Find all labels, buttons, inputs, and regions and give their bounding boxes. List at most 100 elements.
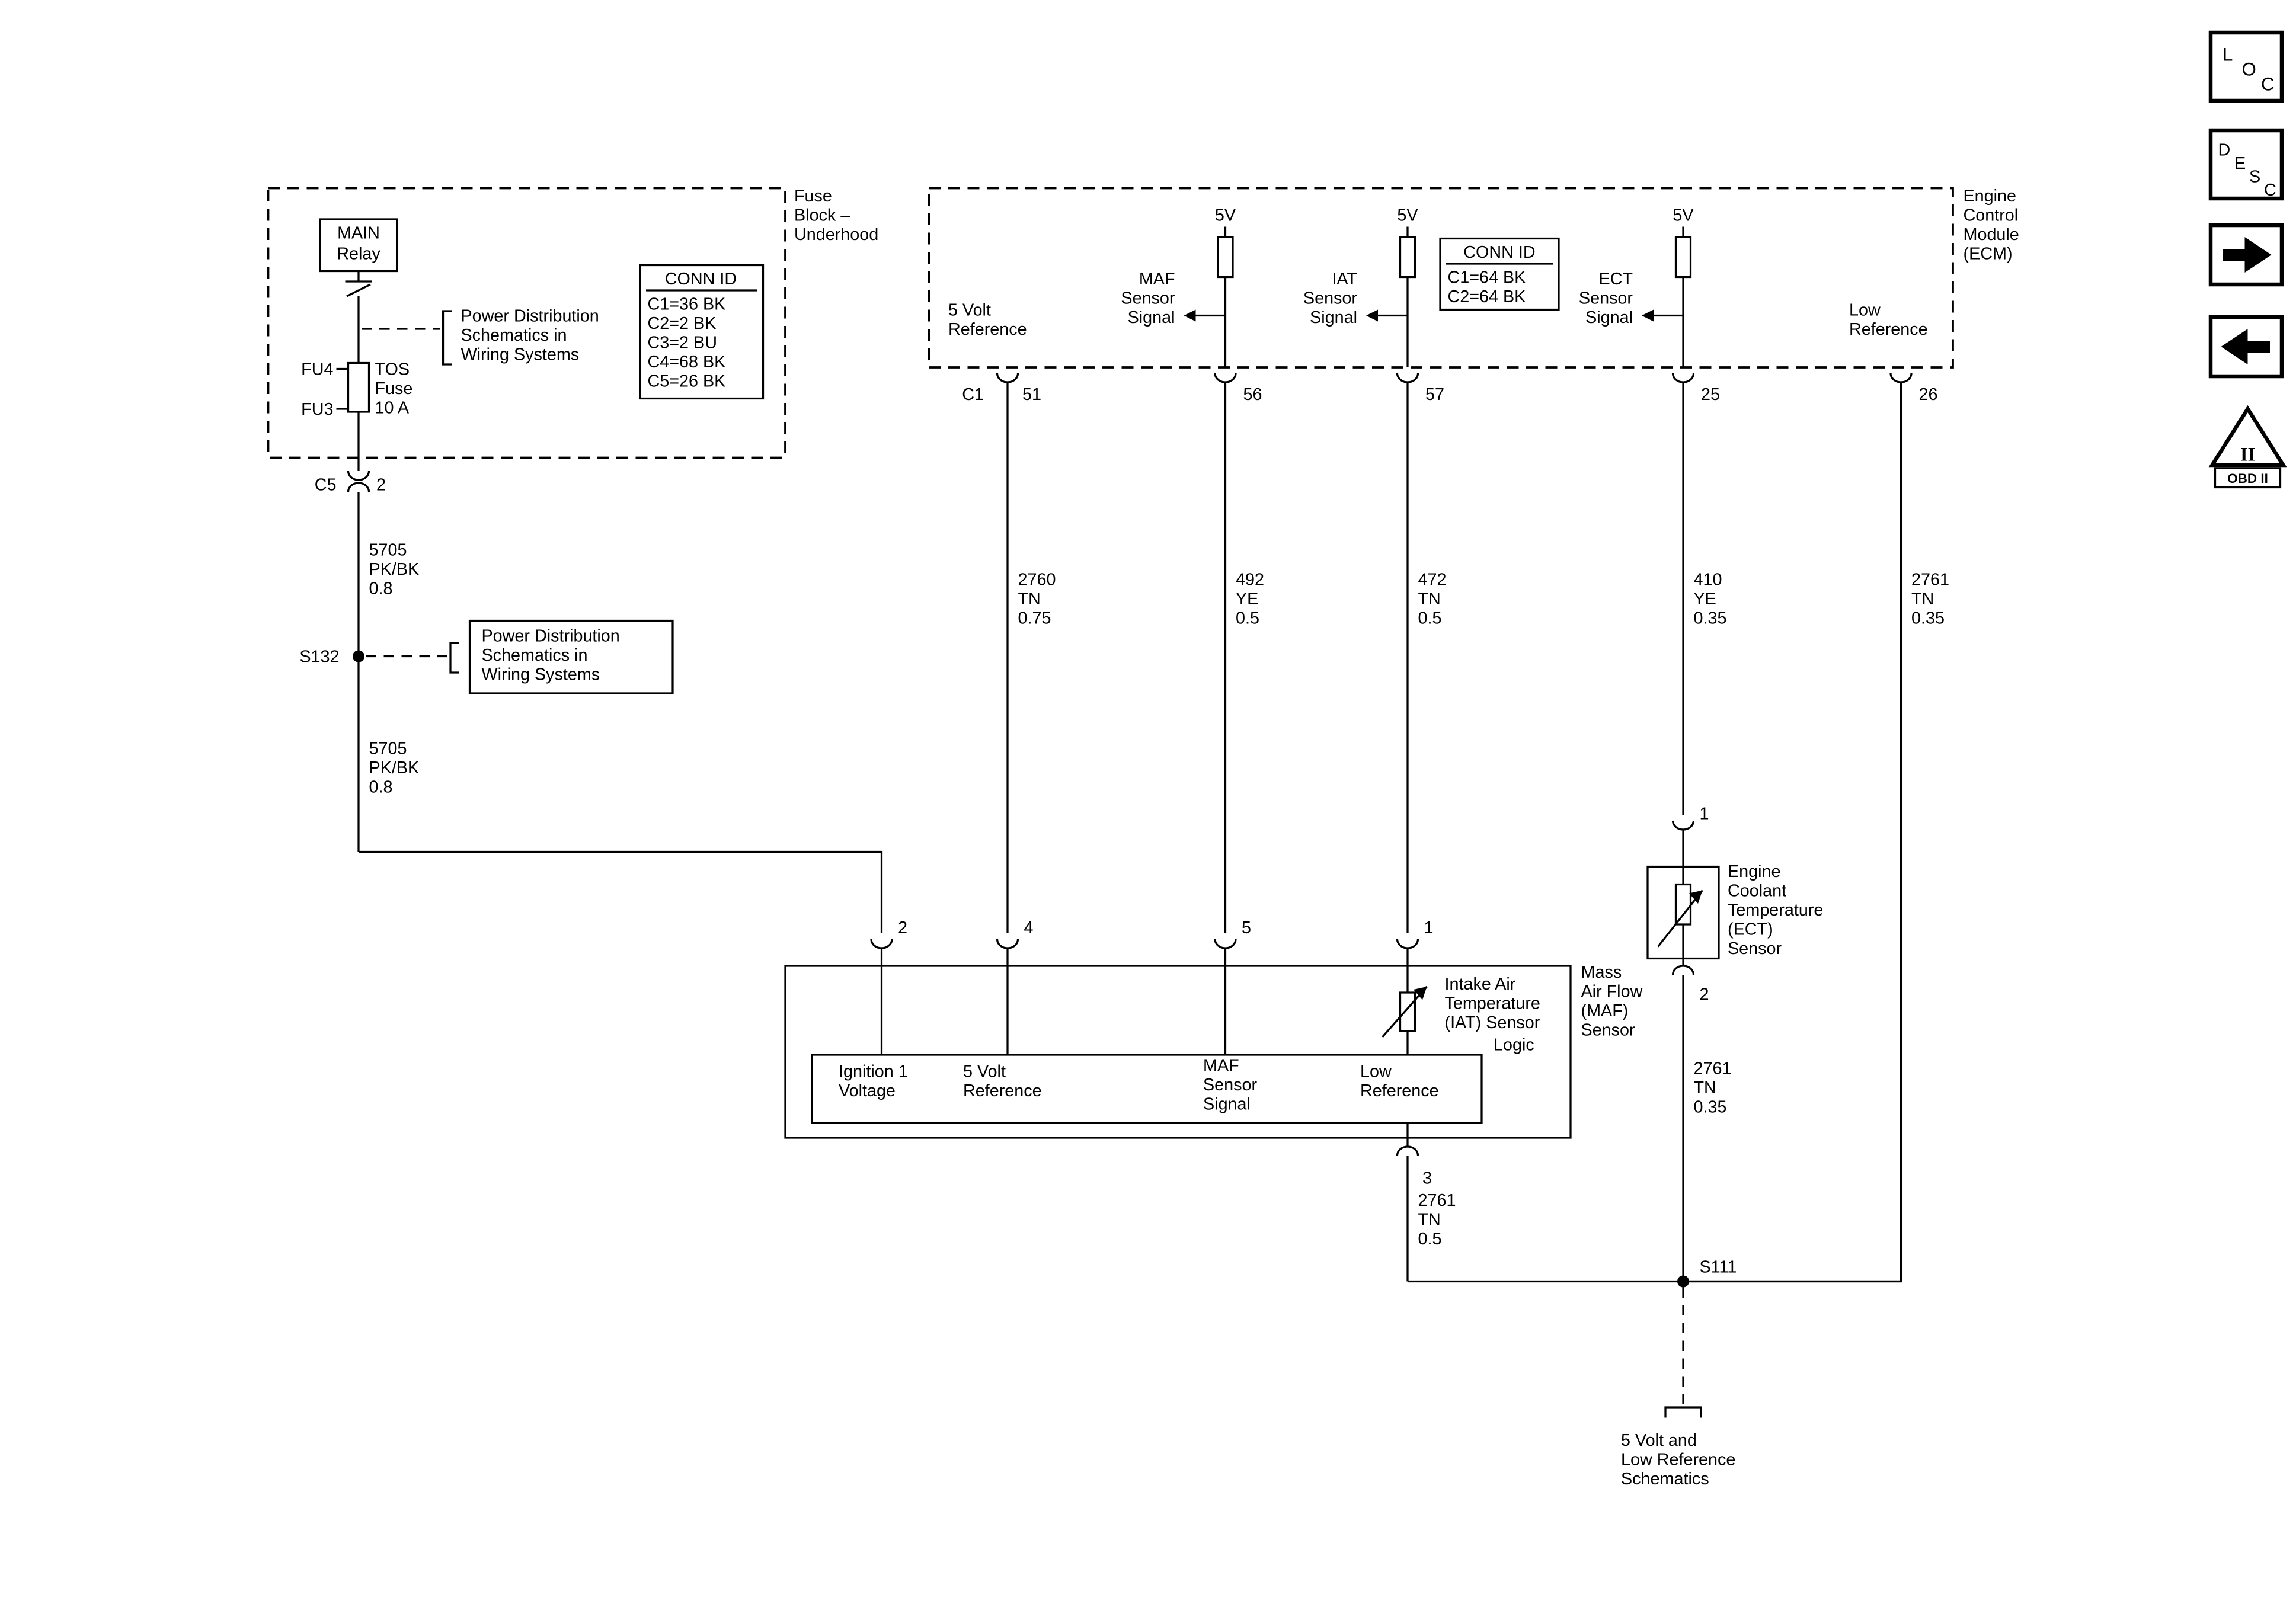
pin-number: 57 bbox=[1425, 385, 1444, 404]
pin-number: 26 bbox=[1919, 385, 1938, 404]
wire-label: 0.5 bbox=[1418, 609, 1442, 628]
reference-bracket bbox=[442, 310, 452, 366]
ecm-title-line: (ECM) bbox=[1964, 244, 2013, 263]
fuse-block-dashed-border bbox=[267, 187, 786, 459]
iat-sensor-label: (IAT) Sensor bbox=[1445, 1013, 1540, 1032]
wire-label: TN bbox=[1911, 590, 1934, 609]
maf-ignition-label: Voltage bbox=[839, 1081, 896, 1100]
ecm-conn-id-box bbox=[1439, 237, 1560, 311]
ecm-low-reference-label: Low bbox=[1849, 300, 1881, 319]
ect-title-line: Temperature bbox=[1728, 901, 1823, 920]
wire-low-reference bbox=[1683, 382, 1902, 1283]
bottom-ref-line: Schematics bbox=[1621, 1470, 1709, 1489]
fuse-block-title-line: Underhood bbox=[794, 225, 878, 244]
fuse-block-title-line: Block – bbox=[794, 206, 850, 225]
wire-label: 492 bbox=[1236, 570, 1264, 589]
obd2-label-box bbox=[2214, 467, 2282, 489]
5v-label: 5V bbox=[1673, 206, 1694, 225]
fuse-terminal-fu3: FU3 bbox=[301, 400, 333, 419]
ect-sensor: 1 Engine Coolant Temperature (ECT) Senso… bbox=[1646, 805, 1823, 1282]
wire-label: TN bbox=[1418, 1210, 1441, 1229]
conn-id-title: CONN ID bbox=[665, 270, 737, 289]
tos-fuse-label: TOS bbox=[375, 360, 410, 379]
pin-number: 25 bbox=[1701, 385, 1720, 404]
ect-title-line: (ECT) bbox=[1728, 920, 1773, 939]
harness-wires: 2760 TN 0.75 492 YE 0.5 472 TN 0.5 410 Y… bbox=[1006, 382, 1949, 1283]
maf-title-line: Mass bbox=[1581, 963, 1622, 982]
maf-signal-label: Signal bbox=[1203, 1094, 1251, 1113]
maf-low-ref-label: Low bbox=[1360, 1062, 1392, 1081]
wire-label: 0.35 bbox=[1694, 609, 1727, 628]
wire-label: 472 bbox=[1418, 570, 1447, 589]
wire-label: TN bbox=[1694, 1078, 1716, 1097]
main-relay-label: MAIN bbox=[337, 223, 380, 242]
splice-s132-dot bbox=[353, 650, 365, 662]
maf-signal-label: MAF bbox=[1203, 1056, 1239, 1075]
ect-title-line: Sensor bbox=[1728, 939, 1782, 958]
wire-label: 0.8 bbox=[369, 579, 393, 598]
desc-icon[interactable] bbox=[2208, 128, 2284, 201]
conn-id-row: C4=68 BK bbox=[648, 353, 726, 372]
ignition-feed-circuit: C5 2 5705 PK/BK 0.8 S132 Power Distribut… bbox=[299, 411, 883, 933]
loc-icon[interactable] bbox=[2208, 30, 2284, 103]
conn-id-row: C3=2 BU bbox=[648, 334, 717, 353]
wire-label: 5705 bbox=[369, 740, 407, 758]
ecm-5v-reference-label: 5 Volt bbox=[948, 300, 991, 319]
ecm-pin-connector bbox=[996, 373, 1019, 383]
connector-pin-number: 2 bbox=[376, 475, 386, 494]
thermistor-arrowhead-icon bbox=[1689, 890, 1703, 904]
desc-letter: E bbox=[2234, 154, 2246, 173]
iat-sensor-label: Intake Air bbox=[1445, 975, 1516, 994]
pin-number: 2 bbox=[1700, 985, 1709, 1004]
wire-label: 0.8 bbox=[369, 778, 393, 797]
ect-pin1-connector bbox=[1671, 820, 1695, 831]
maf-signal-label: Signal bbox=[1128, 308, 1175, 327]
obd2-label: OBD II bbox=[2227, 471, 2268, 486]
ecm-pin-connector bbox=[1396, 373, 1419, 383]
next-page-arrow-icon[interactable] bbox=[2208, 223, 2284, 287]
engine-control-module: Engine Control Module (ECM) 5 Volt Refer… bbox=[928, 187, 2019, 404]
tos-fuse-symbol bbox=[347, 361, 370, 413]
ect-pin2-connector bbox=[1671, 965, 1695, 975]
maf-pin5-connector bbox=[1214, 939, 1237, 949]
tos-fuse-label: Fuse bbox=[375, 379, 413, 398]
wire-label: 0.35 bbox=[1694, 1097, 1727, 1116]
reference-bracket bbox=[449, 642, 460, 674]
loc-letter: L bbox=[2223, 44, 2233, 65]
wire-label: 2760 bbox=[1018, 570, 1056, 589]
conn-id-row: C1=64 BK bbox=[1448, 268, 1526, 287]
maf-signal-label: MAF bbox=[1139, 270, 1175, 289]
maf-5v-label: Reference bbox=[963, 1081, 1042, 1100]
iat-signal-label: Signal bbox=[1310, 308, 1357, 327]
ecm-maf-signal-branch: 5V MAF Sensor Signal bbox=[1121, 206, 1236, 367]
conn-id-row: C2=64 BK bbox=[1448, 287, 1526, 306]
power-dist-ref-line: Schematics in bbox=[461, 326, 567, 345]
connector-c5-lower-half bbox=[347, 482, 370, 492]
power-dist-ref-line: Wiring Systems bbox=[461, 345, 580, 364]
maf-signal-label: Sensor bbox=[1121, 289, 1175, 308]
pin-number: 56 bbox=[1243, 385, 1262, 404]
power-dist-ref-line: Wiring Systems bbox=[482, 665, 600, 684]
maf-title-line: Air Flow bbox=[1581, 982, 1643, 1001]
wire-label: 2761 bbox=[1694, 1059, 1732, 1078]
iat-signal-label: IAT bbox=[1332, 270, 1357, 289]
pin-number: 1 bbox=[1700, 805, 1709, 824]
ect-signal-label: ECT bbox=[1599, 270, 1633, 289]
prev-page-arrow-icon[interactable] bbox=[2208, 315, 2284, 379]
fuse-block-conn-id-box bbox=[639, 264, 765, 400]
wire-label: 5705 bbox=[369, 540, 407, 559]
maf-title-line: Sensor bbox=[1581, 1020, 1636, 1039]
power-dist-ref-line: Power Distribution bbox=[482, 627, 620, 646]
obd2-triangle-icon bbox=[2208, 405, 2287, 468]
wire-label: 2761 bbox=[1418, 1191, 1456, 1210]
conn-id-title: CONN ID bbox=[1463, 243, 1535, 262]
ect-title-line: Coolant bbox=[1728, 881, 1786, 900]
maf-pin2-connector bbox=[870, 939, 893, 949]
arrow-left-icon bbox=[2221, 329, 2270, 364]
maf-pin4-connector bbox=[996, 939, 1019, 949]
wire-label: TN bbox=[1018, 590, 1041, 609]
ect-signal-label: Sensor bbox=[1579, 289, 1633, 308]
iat-signal-label: Sensor bbox=[1303, 289, 1358, 308]
maf-ignition-label: Ignition 1 bbox=[839, 1062, 908, 1081]
fuse-terminal-fu4: FU4 bbox=[301, 360, 333, 379]
